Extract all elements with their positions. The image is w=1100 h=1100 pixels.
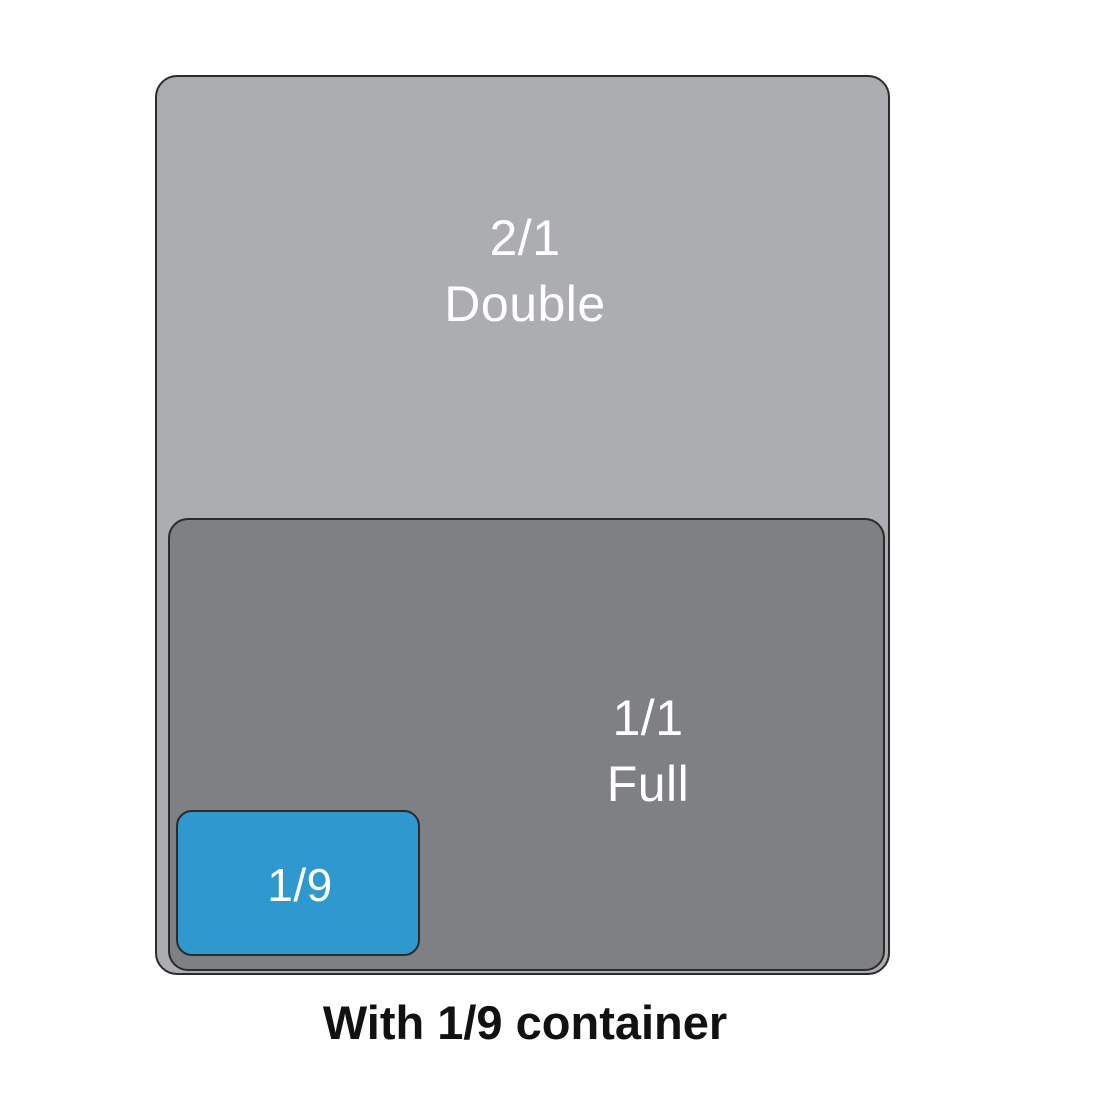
full-pan-size-name: Full bbox=[606, 756, 690, 812]
ninth-pan-size-code: 1/9 bbox=[267, 859, 333, 911]
full-pan-size-code: 1/1 bbox=[612, 690, 684, 746]
ninth-pan-1-9 bbox=[176, 810, 420, 956]
double-pan-size-name: Double bbox=[444, 276, 606, 332]
double-pan-label: 2/1 Double bbox=[444, 205, 605, 337]
ninth-pan-label: 1/9 bbox=[267, 855, 332, 915]
diagram-caption: With 1/9 container bbox=[322, 996, 728, 1049]
double-pan-size-code: 2/1 bbox=[489, 210, 561, 266]
full-pan-label: 1/1 Full bbox=[607, 685, 690, 817]
